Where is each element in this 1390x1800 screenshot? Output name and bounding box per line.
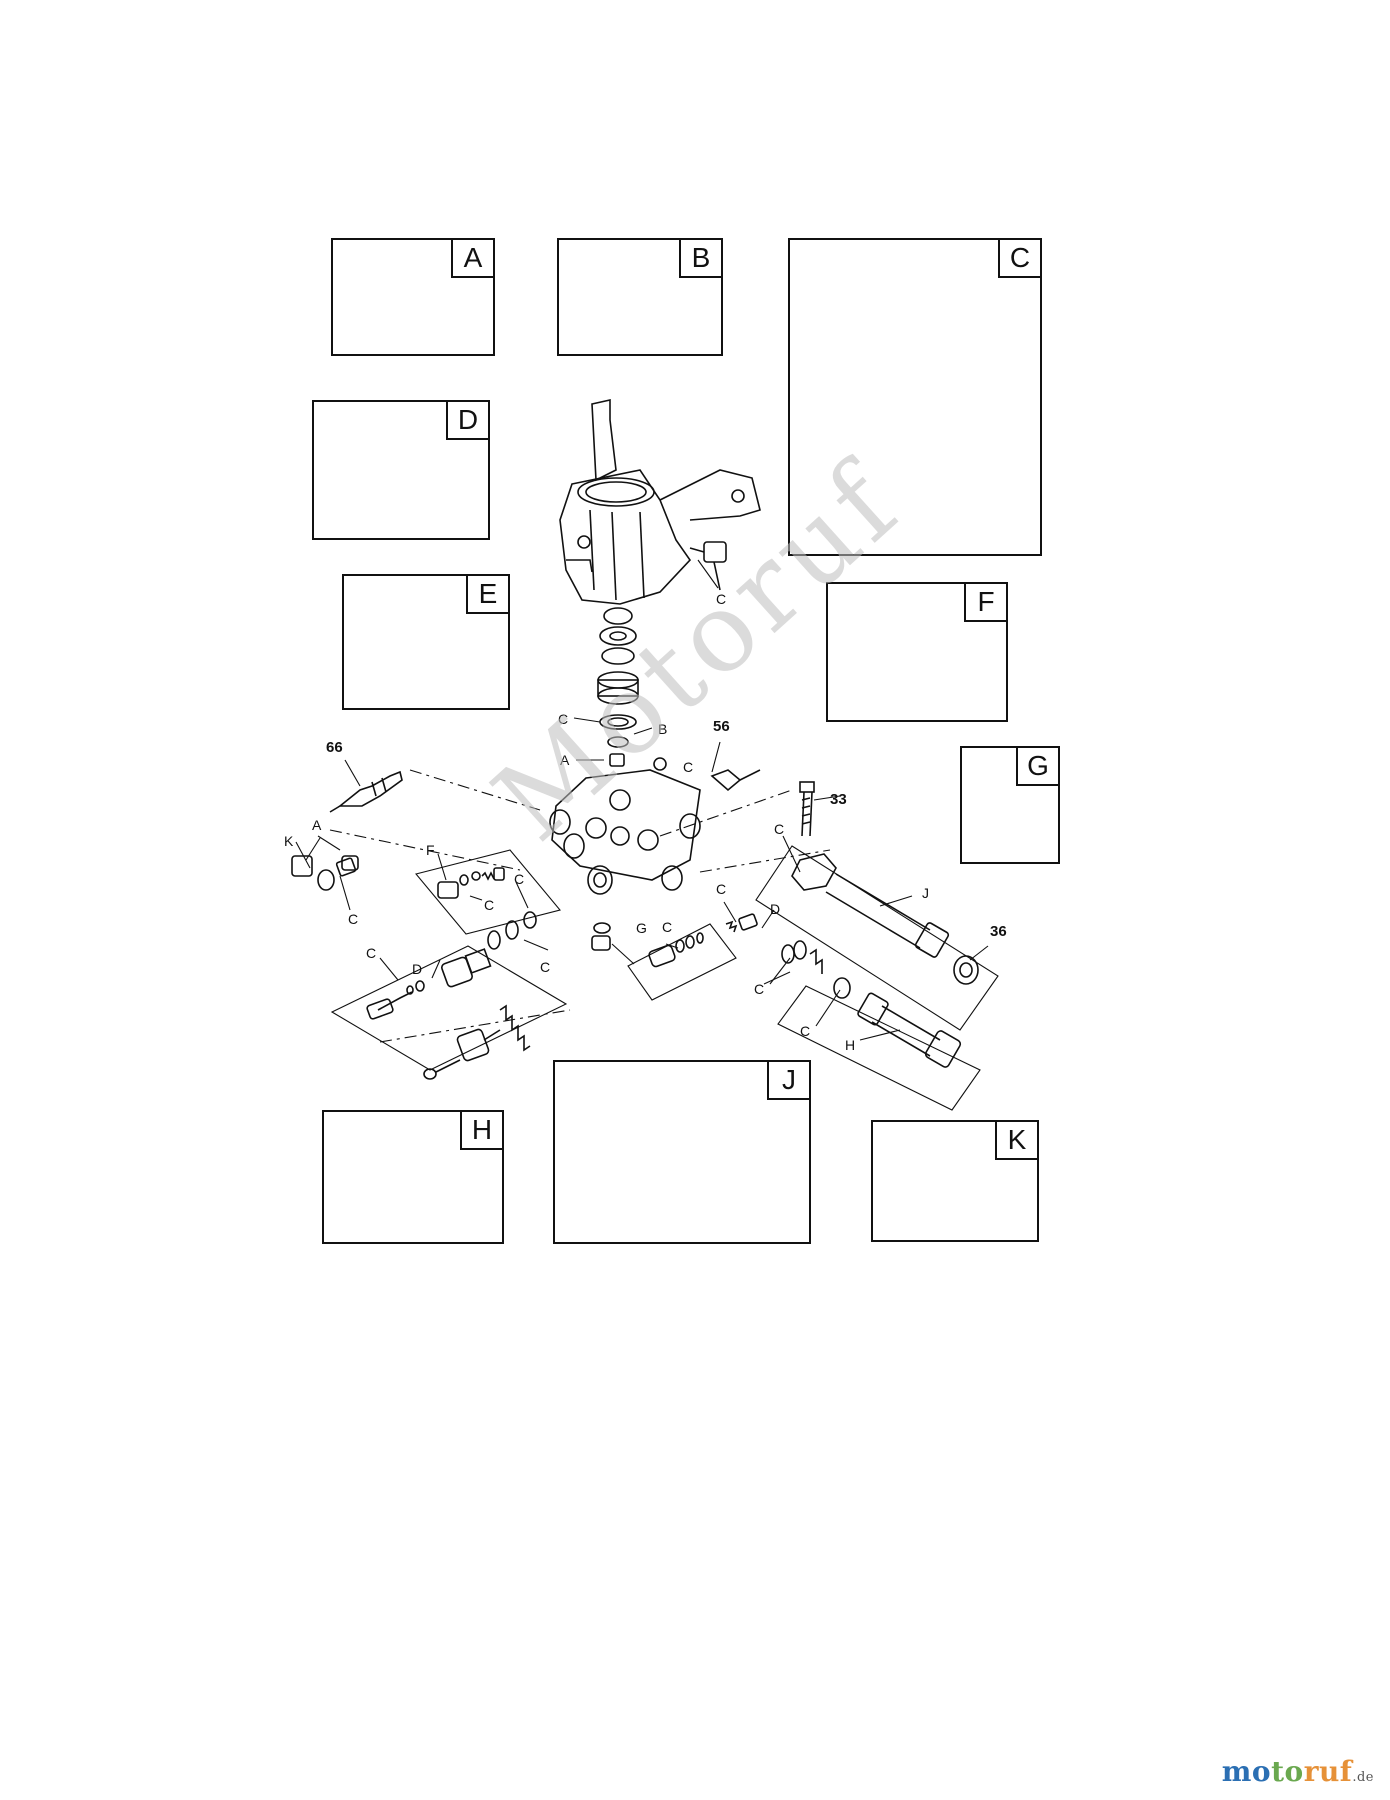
kit-tag-c: C: [998, 240, 1040, 278]
kit-tag-f: F: [964, 584, 1006, 622]
callout-c-d-left: C: [366, 945, 377, 961]
kit-box-e: E: [342, 574, 510, 710]
kit-box-d: D: [312, 400, 490, 540]
kit-tag-g: G: [1016, 748, 1058, 786]
right-inlet-group: [781, 853, 979, 1068]
part-number-33: 33: [830, 791, 847, 808]
kit-box-a: A: [331, 238, 495, 356]
kit-box-k: K: [871, 1120, 1039, 1242]
kit-box-f: F: [826, 582, 1008, 722]
callout-b-seal: B: [658, 721, 668, 737]
part-number-56: 56: [713, 718, 730, 735]
kit-box-c: C: [788, 238, 1042, 556]
pump-manifold: [549, 757, 761, 895]
callout-g: G: [636, 920, 647, 936]
callout-c-h: C: [800, 1023, 811, 1039]
callout-d-right: D: [770, 901, 781, 917]
sensor-66: [329, 770, 403, 813]
kit-box-b: B: [557, 238, 723, 356]
callout-c-housing: C: [716, 591, 727, 607]
callout-c-k: C: [348, 911, 359, 927]
assembly-outlines: [329, 769, 999, 1111]
part-number-36: 36: [990, 923, 1007, 940]
part-number-66: 66: [326, 739, 343, 756]
callout-d: D: [412, 961, 423, 977]
k-plug: [291, 855, 357, 891]
callout-c-lower1: C: [662, 919, 673, 935]
callout-c-d-right: C: [540, 959, 551, 975]
kit-tag-d: D: [446, 402, 488, 440]
callout-f: F: [426, 842, 435, 858]
callout-c-center: C: [514, 871, 525, 887]
kit-tag-k: K: [995, 1122, 1037, 1160]
bolt-33: [799, 781, 815, 837]
crankcase: [559, 399, 761, 605]
leader-lines: [295, 559, 989, 1041]
d-group: [366, 911, 537, 1080]
callout-j: J: [922, 885, 929, 901]
callout-c-upper-right: C: [774, 821, 785, 837]
a-plug: [341, 855, 359, 871]
f-group: [437, 867, 505, 899]
callout-c-oring: C: [754, 981, 765, 997]
callout-c-manifold: C: [683, 759, 694, 775]
callout-c-f: C: [484, 897, 495, 913]
kit-tag-b: B: [679, 240, 721, 278]
callout-c-lower2: C: [716, 881, 727, 897]
callout-a-left: A: [312, 817, 322, 833]
kit-tag-h: H: [460, 1112, 502, 1150]
callout-h: H: [845, 1037, 856, 1053]
c-valve-group: [648, 913, 758, 968]
kit-box-j: J: [553, 1060, 811, 1244]
callout-k: K: [284, 833, 294, 849]
kit-box-h: H: [322, 1110, 504, 1244]
kit-tag-a: A: [451, 240, 493, 278]
kit-tag-j: J: [767, 1062, 809, 1100]
callout-a-top: A: [560, 752, 570, 768]
kit-tag-e: E: [466, 576, 508, 614]
g-plug: [591, 922, 611, 951]
kit-box-g: G: [960, 746, 1060, 864]
brand-logo[interactable]: motoruf.de: [1221, 1755, 1374, 1788]
callout-c-seal: C: [558, 711, 569, 727]
